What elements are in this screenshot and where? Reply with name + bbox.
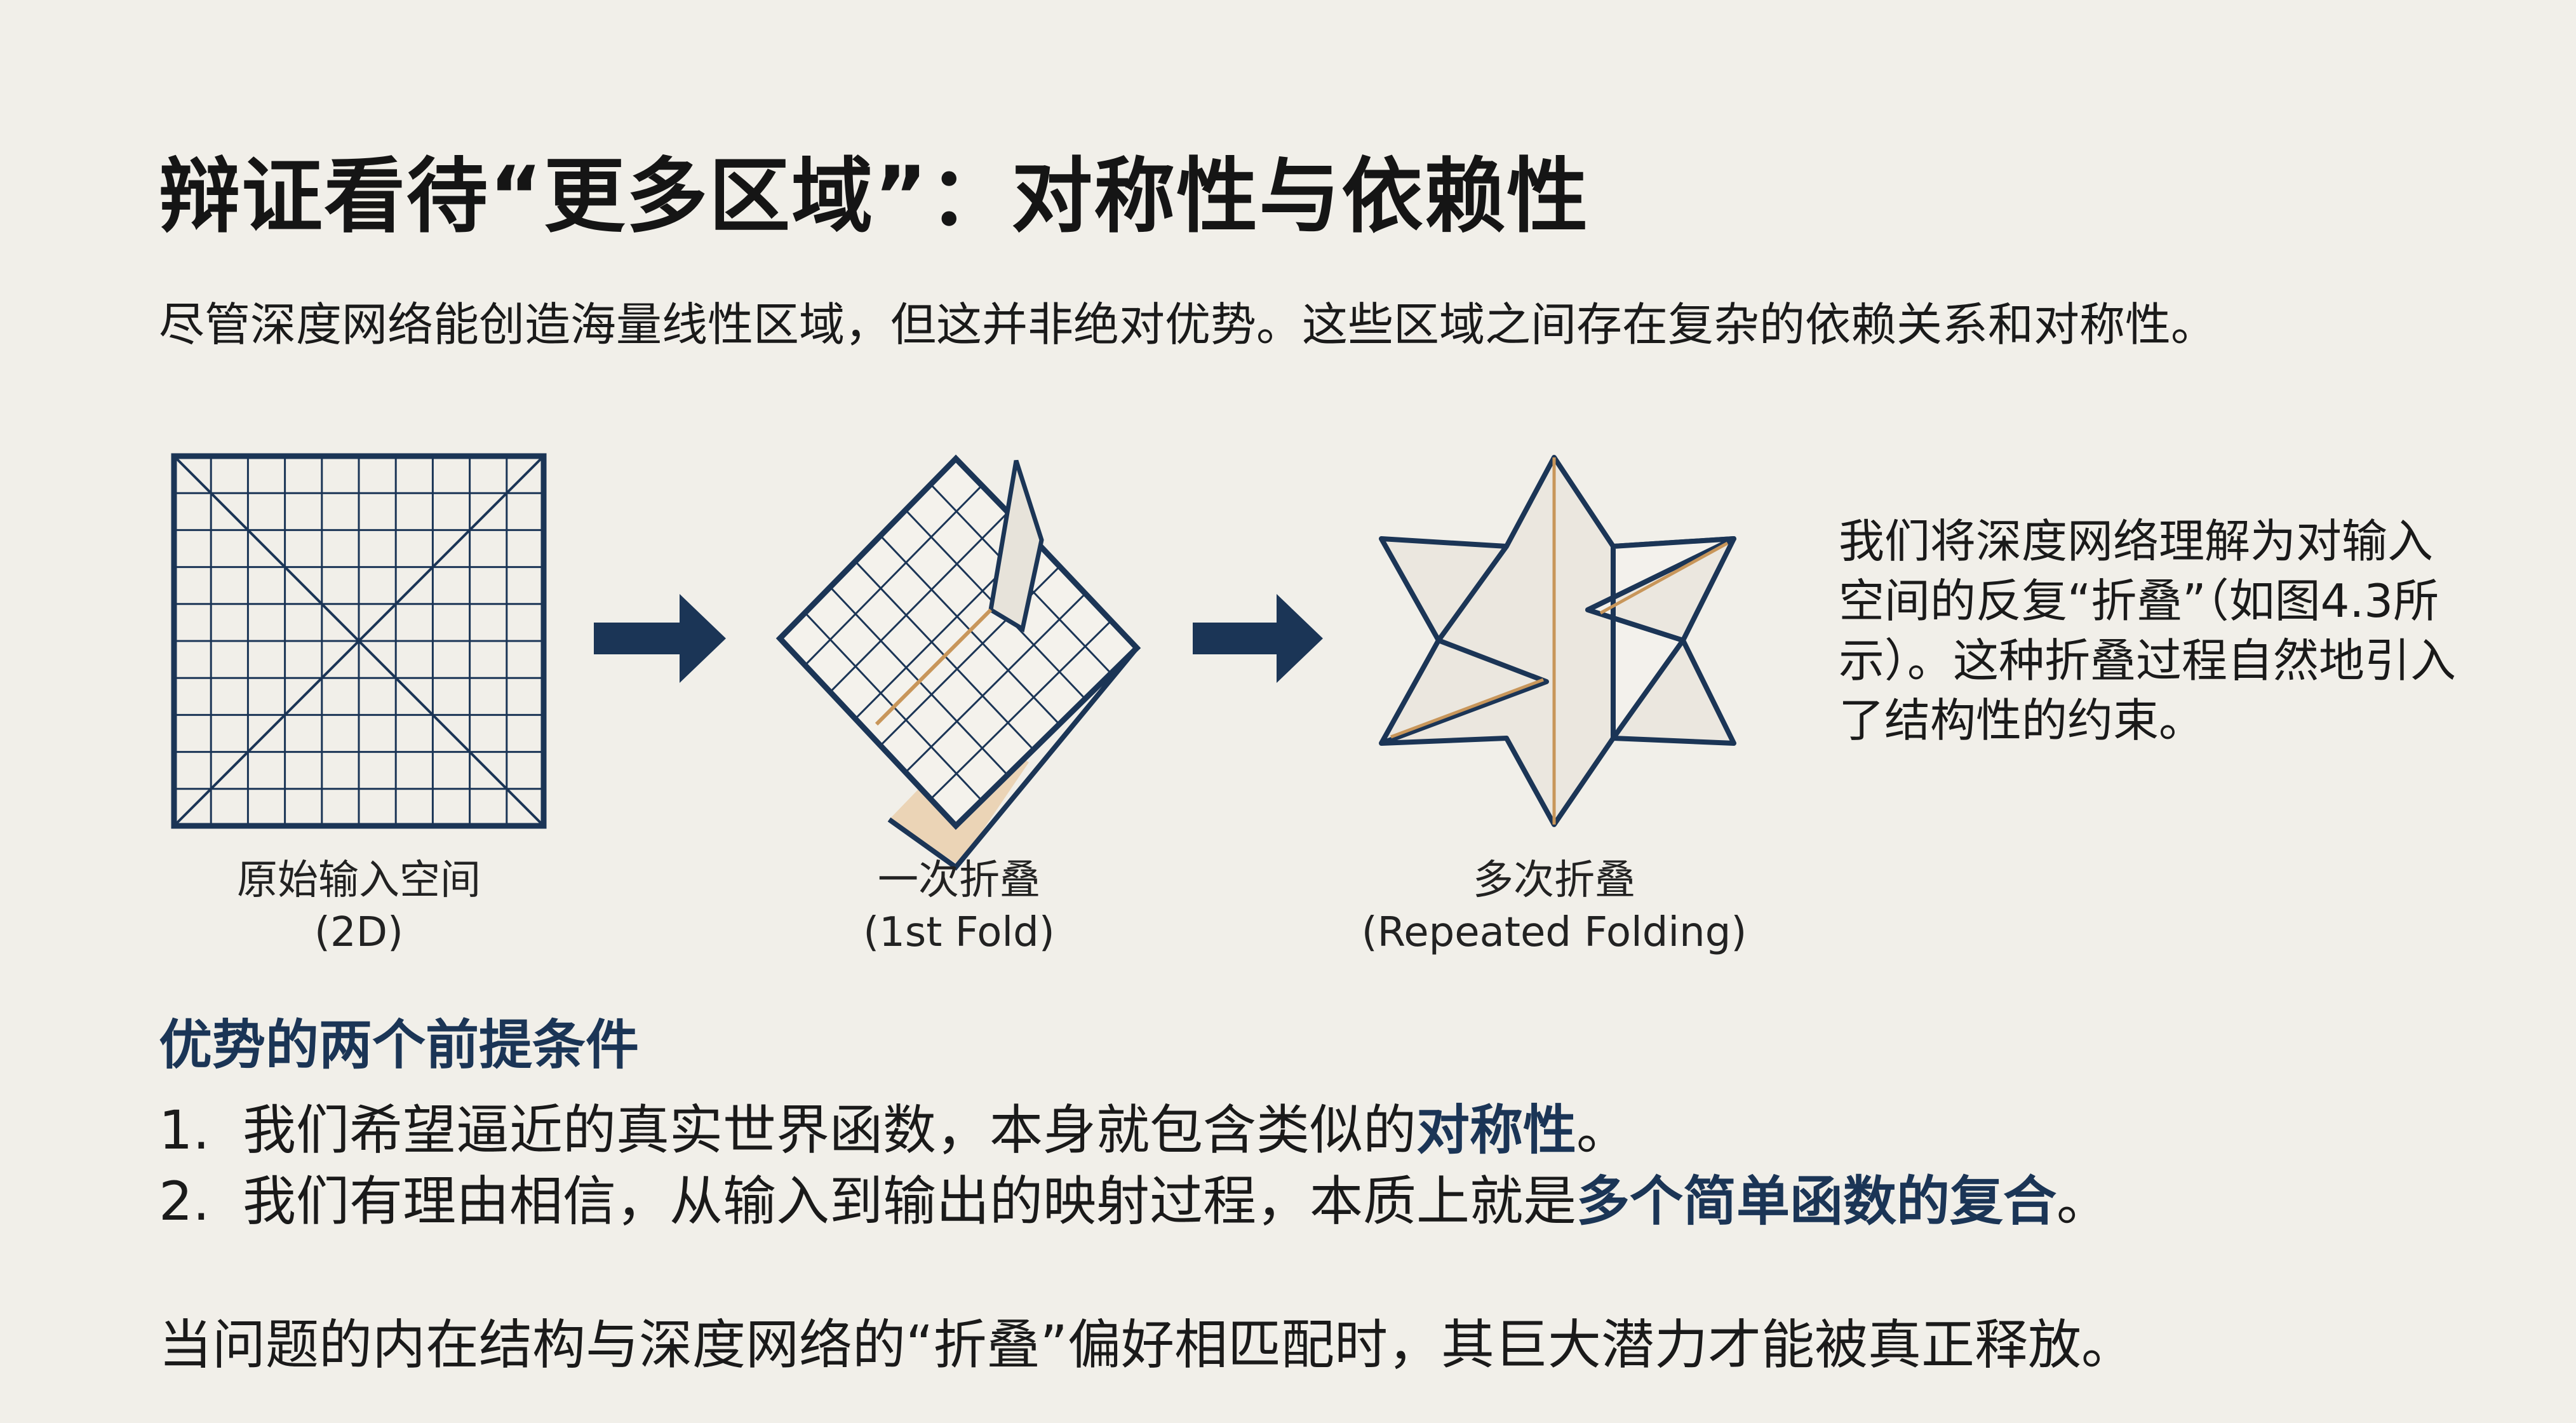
item-end: 。 <box>2056 1170 2110 1232</box>
item-number: 1. <box>159 1099 210 1161</box>
arrow-right-icon <box>1193 594 1323 683</box>
caption-sublabel: (Repeated Folding) <box>1361 909 1747 956</box>
arrow-right-icon <box>594 594 726 683</box>
caption-input-space: 原始输入空间 (2D) <box>168 854 549 959</box>
grid-line <box>829 512 1009 693</box>
caption-sublabel: (2D) <box>314 909 403 956</box>
grid-line <box>904 593 1086 773</box>
caption-label: 一次折叠 <box>878 857 1040 904</box>
subtitle: 尽管深度网络能创造海量线性区域，但这并非绝对优势。这些区域之间存在复杂的依赖关系… <box>159 298 2217 351</box>
grid-line <box>804 485 983 666</box>
input-space-grid <box>171 453 547 829</box>
first-fold-diagram <box>775 454 1141 871</box>
side-explanation: 我们将深度网络理解为对输入空间的反复“折叠”（如图4.3所示）。这种折叠过程自然… <box>1839 515 2457 747</box>
caption-sublabel: (1st Fold) <box>863 909 1055 956</box>
caption-label: 多次折叠 <box>1473 857 1635 904</box>
item-text: 我们希望逼近的真实世界函数，本身就包含类似的 <box>243 1099 1417 1161</box>
item-number: 2. <box>159 1170 210 1232</box>
caption-repeated-folding: 多次折叠 (Repeated Folding) <box>1300 854 1808 959</box>
caption-label: 原始输入空间 <box>237 857 481 904</box>
conclusion: 当问题的内在结构与深度网络的“折叠”偏好相匹配时，其巨大潜力才能被真正释放。 <box>159 1314 2135 1376</box>
grid-line <box>930 620 1112 800</box>
condition-item: 2. 我们有理由相信，从输入到输出的映射过程，本质上就是多个简单函数的复合。 <box>159 1159 2110 1236</box>
page-title: 辩证看待“更多区域”：对称性与依赖性 <box>159 149 1590 244</box>
repeated-folding-star <box>1379 455 1736 827</box>
caption-first-fold: 一次折叠 (1st Fold) <box>768 854 1150 959</box>
item-end: 。 <box>1576 1099 1630 1161</box>
item-highlight: 多个简单函数的复合 <box>1576 1170 2057 1232</box>
item-text: 我们有理由相信，从输入到输出的映射过程，本质上就是 <box>243 1170 1577 1232</box>
item-highlight: 对称性 <box>1416 1099 1577 1161</box>
condition-item: 1. 我们希望逼近的真实世界函数，本身就包含类似的对称性。 <box>159 1088 1630 1164</box>
conditions-heading: 优势的两个前提条件 <box>159 1014 640 1076</box>
